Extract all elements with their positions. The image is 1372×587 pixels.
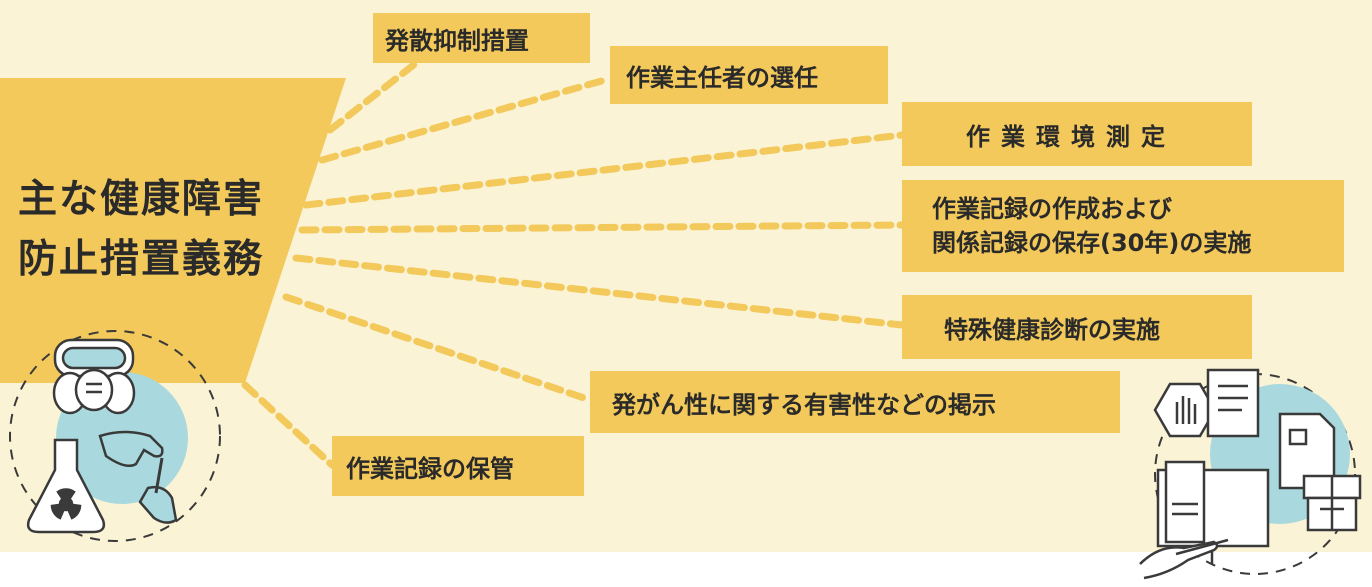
main-title-line-1: 主な健康障害 (18, 177, 265, 222)
box-carcinogen-posting: 発がん性に関する有害性などの掲示 (590, 371, 1120, 433)
box-health-checkup: 特殊健康診断の実施 (902, 295, 1252, 359)
label-records-line-1: 作業記録の作成および (932, 195, 1172, 223)
connector-records (298, 221, 906, 234)
monitor-icon (1156, 460, 1270, 564)
stop-hand-icon (1153, 382, 1217, 438)
connector-record-storage (241, 381, 336, 469)
main-title-line-2: 防止措置義務 (18, 237, 265, 282)
hand-pen-icon (1139, 538, 1229, 580)
box-environment-measurement: 作業環境測定 (902, 102, 1252, 166)
dashed-circle (9, 330, 221, 542)
label-chief-selection: 作業主任者の選任 (626, 63, 818, 92)
respirator-mask-icon (52, 338, 136, 415)
connector-carcinogen-posting (282, 293, 594, 404)
connector-health-checkup (292, 254, 906, 329)
right-illustration (1139, 368, 1362, 580)
label-environment-measurement: 作業環境測定 (966, 122, 1176, 151)
documents-icon (1206, 368, 1336, 490)
label-diffusion-control: 発散抑制措置 (385, 26, 529, 55)
connector-chief-selection (318, 76, 609, 164)
box-chief-selection: 作業主任者の選任 (610, 46, 888, 104)
box-diffusion-control: 発散抑制措置 (373, 13, 590, 63)
label-records-line-2: 関係記録の保存(30年)の実施 (932, 229, 1252, 257)
box-records: 作業記録の作成および 関係記録の保存(30年)の実施 (902, 180, 1344, 272)
pipette-icon (154, 457, 164, 494)
label-record-storage: 作業記録の保管 (346, 454, 514, 483)
gloves-icon (98, 430, 178, 524)
label-health-checkup: 特殊健康診断の実施 (944, 315, 1160, 344)
main-title: 主な健康障害 防止措置義務 (18, 170, 278, 290)
left-illustration (9, 330, 221, 542)
box-record-storage: 作業記録の保管 (332, 436, 584, 496)
label-carcinogen-posting: 発がん性に関する有害性などの掲示 (612, 390, 996, 419)
connector-diffusion-control (326, 56, 424, 134)
gift-box-icon (1302, 474, 1362, 532)
main-shape (0, 78, 346, 383)
hazard-flask-icon (26, 438, 106, 534)
connector-environment-measurement (302, 131, 906, 209)
